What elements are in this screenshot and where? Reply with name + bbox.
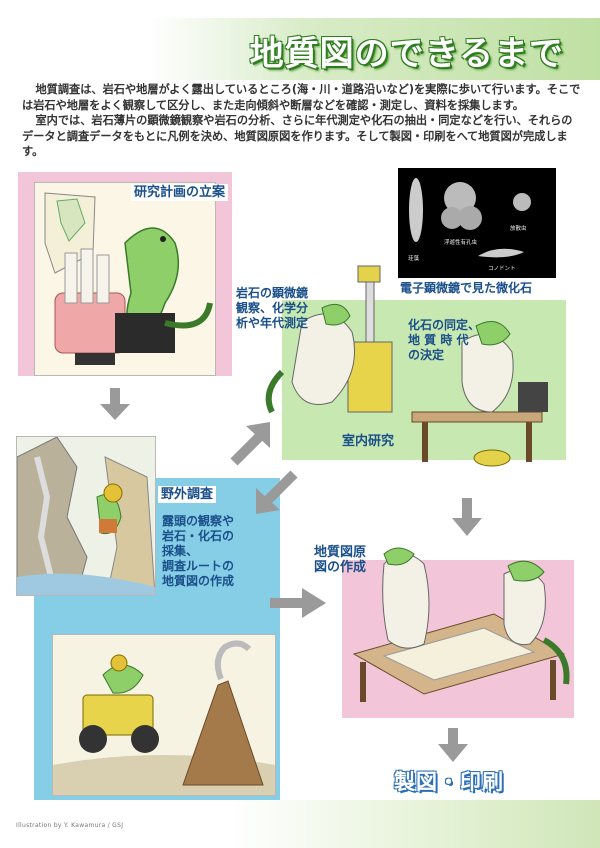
microfossil-label-radiolaria: 放散虫	[510, 226, 527, 232]
planning-label: 研究計画の立案	[131, 184, 229, 201]
field-line-3: 採集、	[162, 544, 199, 558]
field-cliff-illustration	[16, 436, 156, 596]
planning-panel: 研究計画の立案	[18, 172, 232, 376]
field-line-5: 地質図の作成	[162, 574, 235, 588]
microfossil-label-diatom: 珪藻	[408, 256, 420, 262]
microfossil-label-foraminifera: 浮遊性有孔虫	[444, 240, 478, 246]
lab-rock-line-2: 観察、化学分	[236, 301, 309, 315]
arrow-lab-to-draft-icon	[452, 498, 482, 536]
lab-rock-line-3: 析や年代測定	[236, 316, 309, 330]
draft-description: 地質図原 図の作成	[314, 545, 366, 575]
microfossil-icon	[409, 178, 531, 258]
intro-text: 地質調査は、岩石や地層がよく露出しているところ(海・川・道路沿いなど)を実際に歩…	[22, 82, 582, 160]
field-line-4: 調査ルートの	[162, 559, 235, 573]
field-line-1: 露頭の観察や	[162, 514, 235, 528]
dinosaur-jeep-volcano-icon	[53, 640, 275, 795]
lab-fossil-line-1: 化石の同定、	[408, 318, 481, 332]
arrow-field-to-draft-icon	[270, 588, 326, 618]
field-line-2: 岩石・化石の	[162, 529, 235, 543]
field-title: 野外調査	[158, 486, 217, 503]
microfossil-label-conodont: コノドント	[488, 266, 516, 272]
dinosaur-planning-icon	[44, 192, 213, 365]
final-step-title: 製図・印刷	[394, 770, 504, 794]
arrow-draft-to-final-icon	[438, 728, 468, 762]
lab-fossil-line-3: の決定	[408, 348, 445, 362]
dinosaur-climbing-icon	[16, 436, 156, 596]
title-band	[150, 18, 600, 80]
lab-rock-description: 岩石の顕微鏡 観察、化学分 析や年代測定	[236, 286, 308, 331]
lab-rock-line-1: 岩石の顕微鏡	[236, 286, 309, 300]
field-volcano-illustration	[52, 634, 276, 796]
bottom-band	[230, 800, 600, 848]
field-description: 露頭の観察や 岩石・化石の 採集、 調査ルートの 地質図の作成	[162, 514, 234, 589]
page-title: 地質図のできるまで	[249, 34, 564, 74]
lab-fossil-description: 化石の同定、 地 質 時 代 の決定	[408, 318, 480, 363]
draft-line-1: 地質図原	[314, 545, 367, 560]
intro-paragraph-2: 室内では、岩石薄片の顕微鏡観察や岩石の分析、さらに年代測定や化石の抽出・同定など…	[22, 114, 573, 159]
draft-line-2: 図の作成	[314, 560, 367, 575]
draft-illustration	[344, 544, 580, 724]
lab-fossil-line-2: 地 質 時 代	[408, 333, 469, 347]
intro-paragraph-1: 地質調査は、岩石や地層がよく露出しているところ(海・川・道路沿いなど)を実際に歩…	[22, 83, 581, 112]
microfossil-caption: 電子顕微鏡で見た微化石	[400, 281, 533, 295]
dinosaurs-drafting-icon	[352, 547, 570, 702]
planning-illustration	[34, 182, 216, 376]
illustration-credit: Illustration by Y. Kawamura / GSJ	[16, 822, 124, 829]
arrow-lab-to-field-icon	[256, 470, 298, 514]
arrow-planning-to-field-icon	[100, 388, 130, 420]
lab-title: 室内研究	[342, 434, 395, 449]
arrow-field-to-lab-icon	[230, 422, 270, 466]
lab-illustration	[262, 262, 562, 478]
microfossil-photo: 浮遊性有孔虫 放散虫 珪藻 コノドント	[398, 168, 556, 278]
dinosaurs-in-lab-icon	[265, 265, 548, 467]
